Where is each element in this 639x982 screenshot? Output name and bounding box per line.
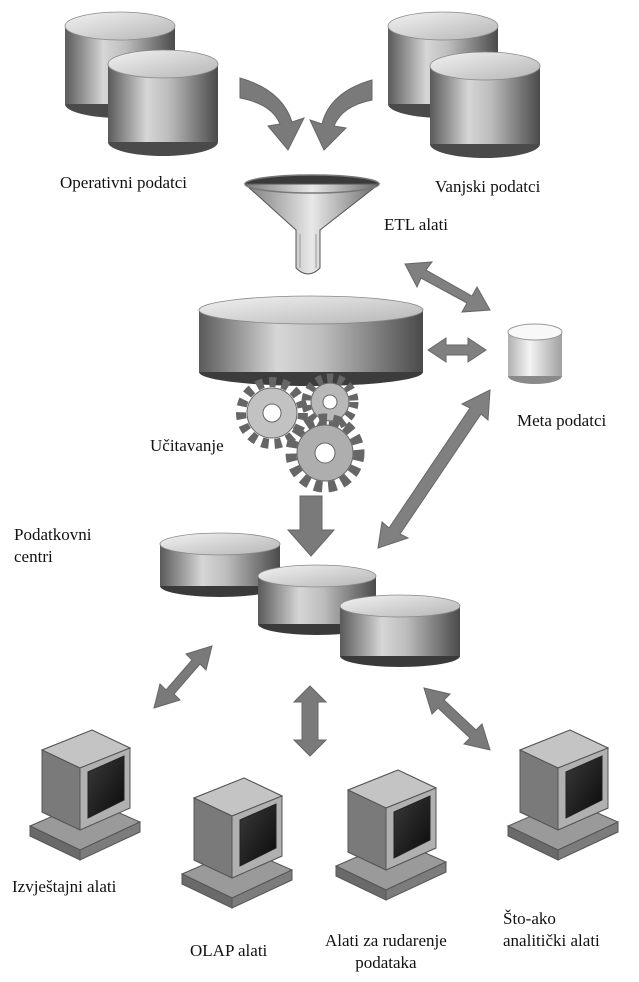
arrow-marts-olap [292,685,328,757]
label-reporting-tools: Izvještajni alati [12,877,117,896]
label-whatif-tools: Što-ako analitički alati [503,909,600,950]
label-meta-data: Meta podatci [517,411,607,430]
loading-gears [236,373,365,493]
data-warehouse-cylinder [198,295,424,386]
computer-reporting [29,729,141,861]
label-mining-tools: Alati za rudarenje podataka [325,931,447,972]
computer-mining [335,769,447,901]
metadata-cylinder [507,323,563,384]
label-olap-tools: OLAP alati [190,941,268,960]
arrow-operational-to-funnel [239,77,305,151]
arrow-marts-meta [377,389,491,549]
etl-funnel [243,174,381,275]
external-db-front [429,51,541,159]
arrow-marts-whatif [423,687,491,751]
label-loading: Učitavanje [150,436,224,455]
data-mart-cylinder-3 [339,594,461,667]
label-etl-tools: ETL alati [384,215,449,234]
arrow-loading-to-marts [286,495,336,557]
arrow-external-to-funnel [309,79,373,151]
arrow-etl-meta [404,261,491,313]
label-external-data: Vanjski podatci [435,177,541,196]
arrow-marts-reporting [153,645,213,709]
label-operational-data: Operativni podatci [60,173,187,192]
label-data-marts: Podatkovni centri [14,525,92,566]
data-mart-cylinder-1 [159,532,281,597]
computer-olap [181,777,293,909]
computer-whatif [507,729,619,861]
operational-db-front [107,49,219,157]
arrow-warehouse-meta [427,337,487,363]
